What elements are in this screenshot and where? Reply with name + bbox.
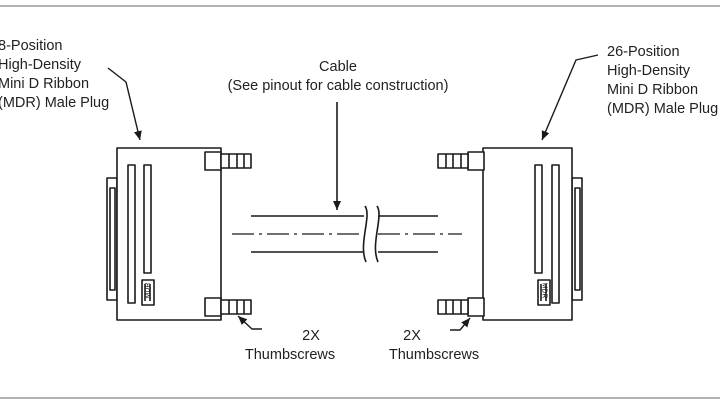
right-connector-badge (537, 279, 551, 306)
cable-label: Cable (See pinout for cable construction… (200, 58, 476, 96)
left-plug-label-line-3: Mini D Ribbon (0, 76, 90, 92)
left-plug-label-line-2: High-Density (0, 57, 81, 73)
right-mdr-connector (437, 147, 583, 321)
right-plug-label-line-4: (MDR) Male Plug (607, 101, 719, 117)
left-bottom-thumbscrew (204, 297, 252, 317)
left-badge-text: MDR (144, 282, 152, 299)
cable-title: Cable (319, 59, 357, 75)
right-thumbscrews-leader (450, 317, 471, 331)
right-plug-leader (541, 54, 599, 141)
left-thumbscrews-label: 2X Thumbscrews (230, 327, 350, 365)
right-bottom-thumbscrew (437, 297, 485, 317)
left-mdr-connector (106, 147, 252, 321)
right-plug-label: 26-Position High-Density Mini D Ribbon (… (607, 43, 718, 119)
cable (232, 205, 462, 263)
left-thumbscrews-count: 2X (302, 328, 320, 344)
right-plug-label-line-1: 26-Position (607, 44, 680, 60)
right-thumbscrews-text: Thumbscrews (388, 347, 480, 363)
right-plug-label-line-3: Mini D Ribbon (607, 82, 699, 98)
right-plug-label-line-2: High-Density (607, 63, 690, 79)
cable-break-mark (362, 205, 368, 263)
right-top-thumbscrew (437, 151, 485, 171)
left-connector-badge (141, 279, 155, 306)
right-thumbscrews-count: 2X (403, 328, 421, 344)
left-plug-label: 8-Position High-Density Mini D Ribbon (M… (0, 37, 109, 113)
cable-note: (See pinout for cable construction) (227, 78, 449, 94)
left-thumbscrews-leader (237, 315, 262, 330)
left-top-thumbscrew (204, 151, 252, 171)
right-thumbscrews-label: 2X Thumbscrews (374, 327, 494, 365)
left-thumbscrews-text: Thumbscrews (244, 347, 336, 363)
left-plug-label-line-1: 8-Position (0, 38, 63, 54)
left-plug-label-line-4: (MDR) Male Plug (0, 95, 110, 111)
right-badge-text: MDR (540, 282, 548, 299)
left-plug-leader (107, 67, 142, 141)
